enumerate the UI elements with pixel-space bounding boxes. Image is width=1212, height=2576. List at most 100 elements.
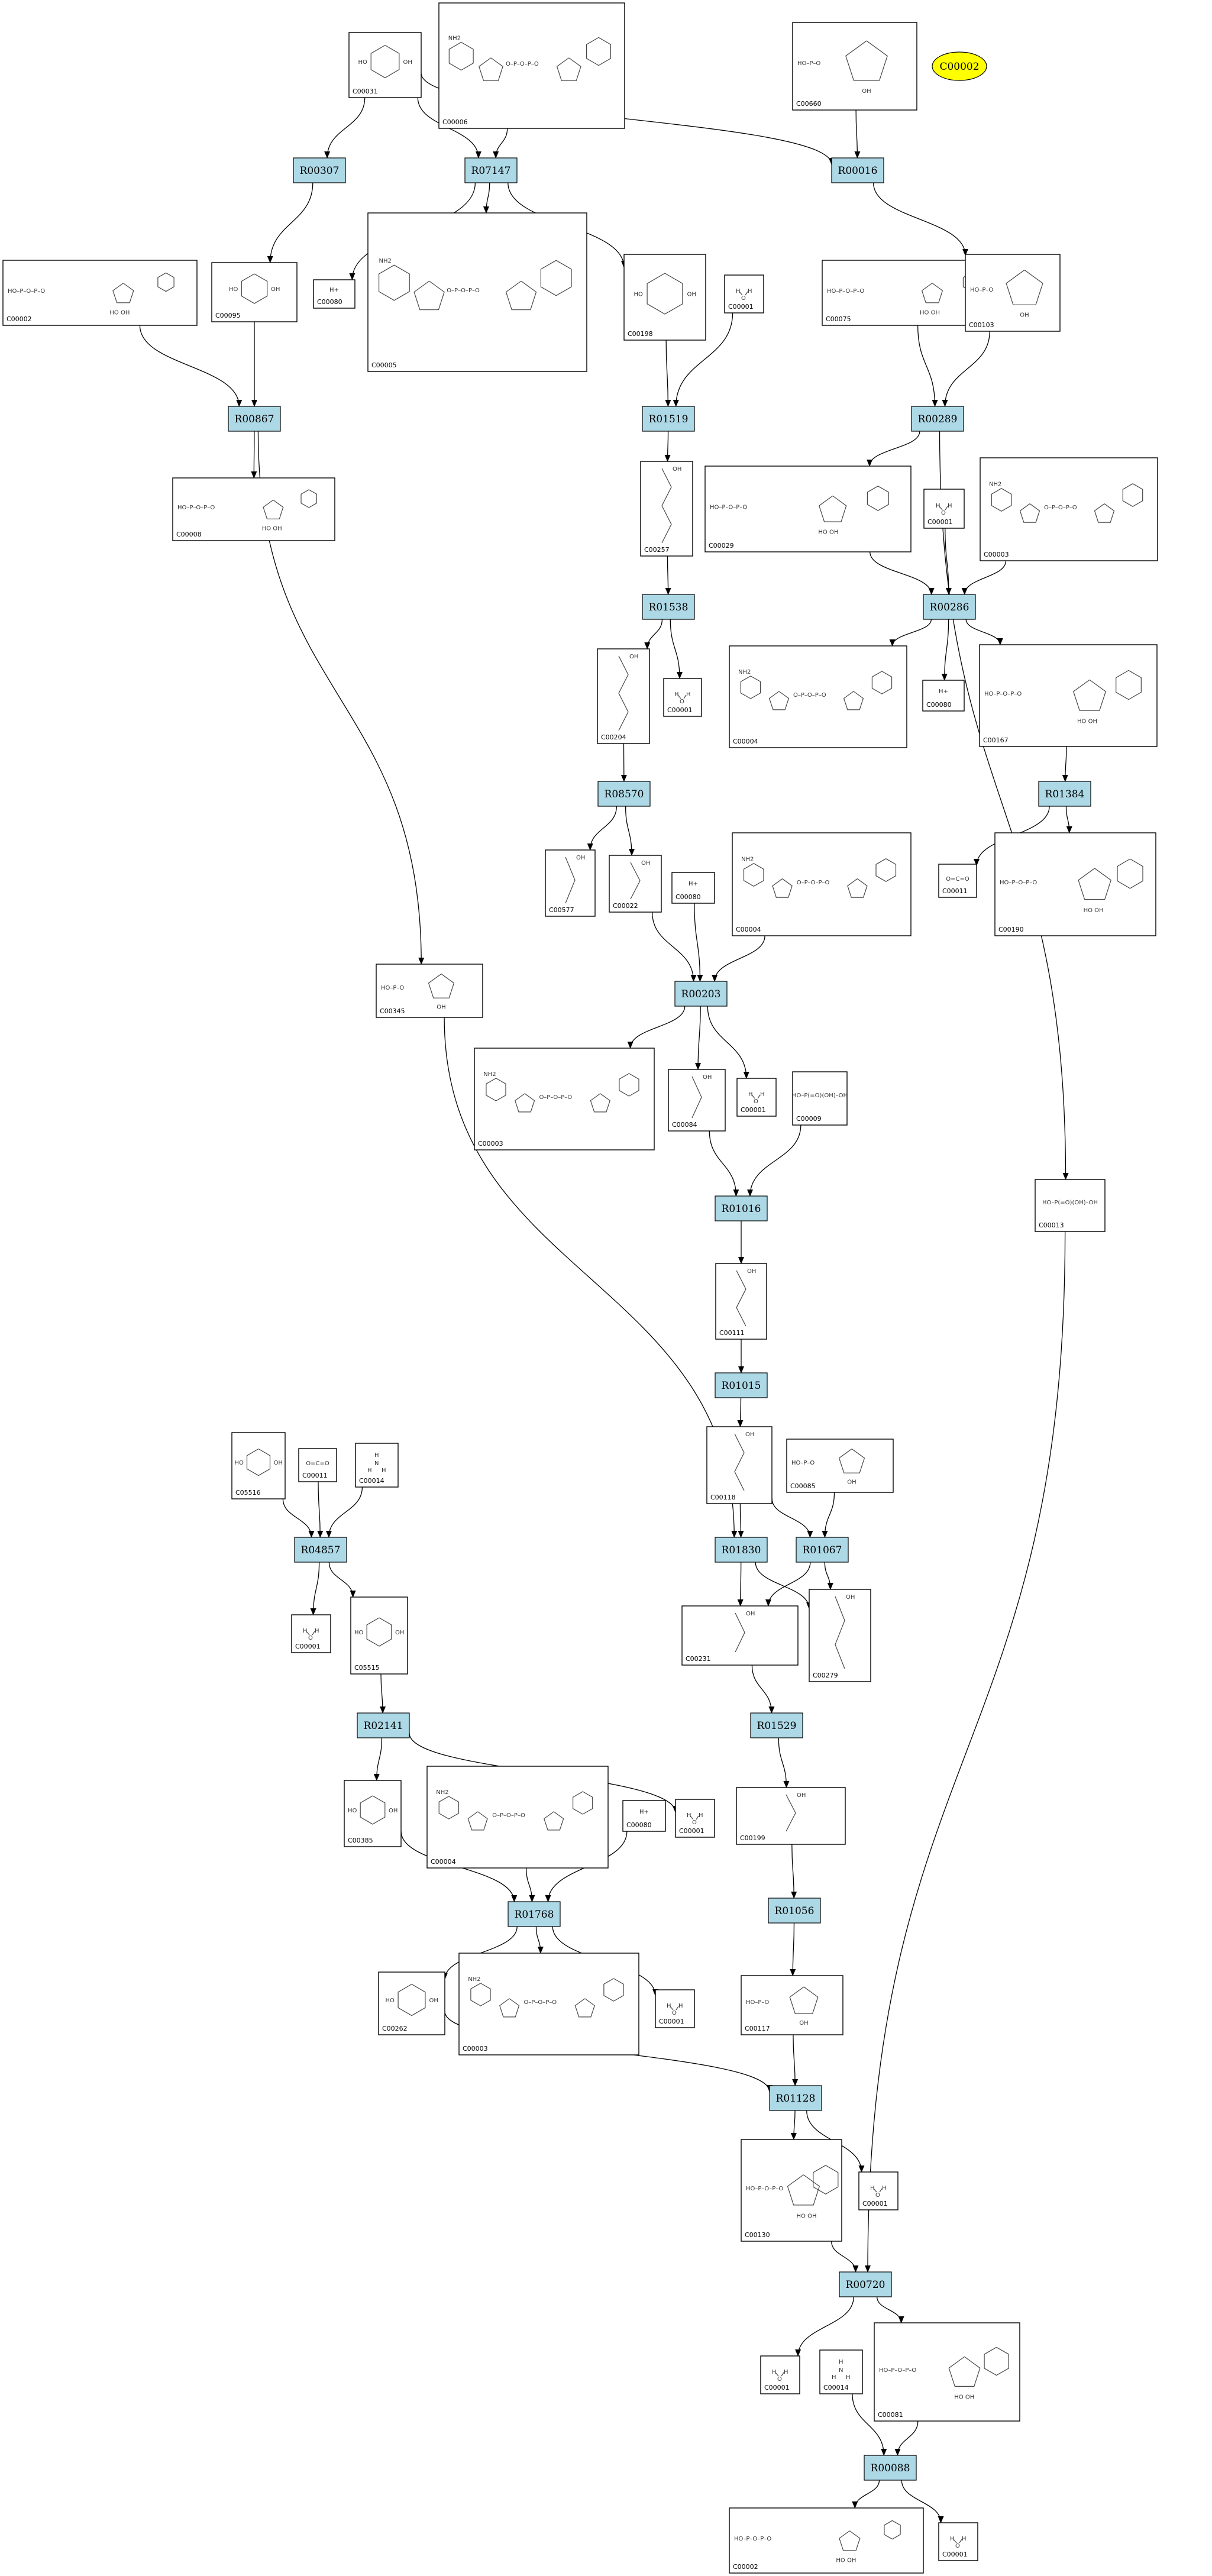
svg-text:HO–P–O–P–O: HO–P–O–P–O	[8, 288, 45, 295]
reaction-R01056[interactable]: R01056	[768, 1898, 821, 1924]
structure-glyph: OH	[736, 1268, 756, 1327]
reaction-R01067[interactable]: R01067	[796, 1537, 849, 1563]
reaction-R00203[interactable]: R00203	[674, 981, 728, 1007]
reaction-R01768[interactable]: R01768	[508, 1901, 561, 1927]
edge-R00286-C00080b	[941, 619, 949, 681]
reaction-R00867[interactable]: R00867	[228, 406, 281, 432]
reaction-R00289[interactable]: R00289	[911, 406, 964, 432]
svg-text:O: O	[692, 1819, 697, 1826]
compound-C00080[interactable]: H+C00080	[313, 279, 355, 309]
reaction-R01529[interactable]: R01529	[750, 1712, 803, 1738]
reaction-R00307[interactable]: R00307	[293, 157, 346, 183]
reaction-R00016[interactable]: R00016	[831, 157, 884, 183]
reaction-R01830[interactable]: R01830	[715, 1537, 768, 1563]
reaction-R01128[interactable]: R01128	[769, 2085, 822, 2111]
structure-glyph: HO–P–OOH	[970, 270, 1043, 319]
edge-C00085-R01067	[822, 1492, 835, 1538]
svg-text:H: H	[699, 1812, 703, 1819]
edge-R00203-C00001d	[707, 1006, 749, 1079]
reaction-R04857[interactable]: R04857	[294, 1537, 347, 1563]
svg-text:HO: HO	[229, 286, 238, 293]
highlight-node[interactable]: C00002	[932, 51, 987, 81]
reaction-R01016[interactable]: R01016	[715, 1195, 768, 1221]
compound-id: C00002	[7, 315, 32, 323]
reaction-R02141[interactable]: R02141	[357, 1712, 410, 1738]
reaction-label: R00307	[300, 165, 340, 177]
reaction-label: R01529	[757, 1720, 797, 1732]
compound-C00080[interactable]: H+C00080	[922, 680, 965, 712]
reaction-R07147[interactable]: R07147	[464, 157, 518, 183]
reaction-R00720[interactable]: R00720	[839, 2271, 892, 2297]
compound-id: C00190	[998, 926, 1024, 933]
reaction-label: R00016	[838, 165, 878, 177]
compound-id: C00006	[442, 118, 468, 126]
reaction-R08570[interactable]: R08570	[597, 781, 651, 807]
reaction-R01519[interactable]: R01519	[642, 406, 695, 432]
reaction-R01015[interactable]: R01015	[715, 1372, 768, 1398]
reaction-R00286[interactable]: R00286	[923, 594, 976, 620]
reaction-R00088[interactable]: R00088	[864, 2455, 917, 2481]
compound-C00080[interactable]: H+C00080	[622, 1800, 666, 1832]
structure-glyph: OH	[565, 855, 585, 904]
edge-C00004c-R01768	[526, 1867, 535, 1902]
reaction-R01538[interactable]: R01538	[642, 594, 695, 620]
compound-C00080[interactable]: H+C00080	[671, 872, 715, 904]
reaction-R01384[interactable]: R01384	[1038, 781, 1091, 807]
